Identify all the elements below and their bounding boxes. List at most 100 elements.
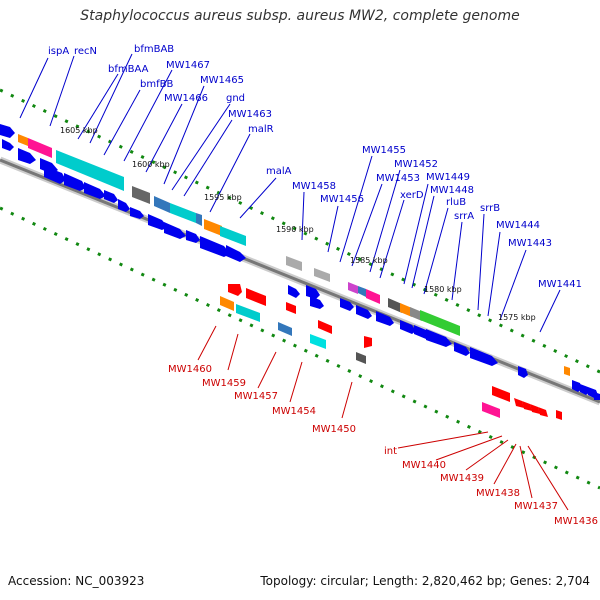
gene-arrow (306, 285, 320, 299)
gene-block (514, 398, 524, 408)
reverse-gene-blocks (220, 284, 562, 420)
gene-block (538, 407, 548, 417)
gene-label: MW1443 (508, 238, 552, 249)
kbp-tick-label: 1585 kbp (350, 256, 388, 265)
gene-block (358, 286, 366, 297)
gene-label: MW1452 (394, 159, 438, 170)
gene-block (236, 304, 260, 322)
gene-block (522, 401, 532, 411)
gene-arrow (130, 207, 144, 219)
gene-block (420, 310, 460, 336)
gene-label: MW1459 (202, 378, 246, 389)
gene-block (348, 282, 358, 294)
forward-gene-arrows (0, 124, 600, 400)
gene-label: MW1458 (292, 181, 336, 192)
gene-label: bfmBAA (108, 64, 149, 75)
gene-arrow (288, 285, 300, 298)
gene-label: recN (74, 46, 97, 57)
gene-block (286, 256, 302, 271)
gene-block (356, 352, 366, 364)
reverse-leader-lines (197, 325, 569, 511)
gene-block (310, 334, 326, 349)
gene-block (154, 196, 170, 213)
gene-arrow (470, 347, 498, 366)
gene-arrow (148, 214, 168, 230)
gene-arrow (376, 311, 394, 326)
accession-text: Accession: NC_003923 (8, 574, 145, 588)
gene-block (278, 322, 292, 336)
kbp-tick-label: 1595 kbp (204, 193, 242, 202)
gene-label: MW1466 (164, 93, 208, 104)
gene-label: MW1450 (312, 424, 356, 435)
genome-summary-text: Topology: circular; Length: 2,820,462 bp… (260, 574, 590, 588)
gene-block (492, 386, 510, 402)
gene-arrow (18, 148, 36, 164)
gene-arrow (426, 329, 452, 347)
gene-label: MW1440 (402, 460, 446, 471)
gene-block (28, 138, 52, 158)
kbp-scale: 1605 kbp 1600 kbp 1595 kbp 1590 kbp 1585… (60, 126, 536, 322)
gene-label: MW1441 (538, 279, 582, 290)
gene-label: MW1463 (228, 109, 272, 120)
gene-block (556, 410, 562, 420)
genome-backbone (0, 156, 600, 406)
gene-block (530, 404, 540, 414)
reverse-gene-labels: MW1460 MW1459 MW1457 MW1454 MW1450 int M… (168, 364, 598, 527)
gene-label: MW1455 (362, 145, 406, 156)
gene-arrow (400, 320, 416, 334)
gene-block (228, 284, 242, 296)
gene-block (314, 268, 330, 282)
gene-block (220, 226, 246, 246)
inner-dotted-track (0, 206, 600, 490)
gene-arrow (310, 296, 324, 309)
map-title: Staphylococcus aureus subsp. aureus MW2,… (80, 8, 520, 24)
gene-label: int (384, 446, 397, 457)
gene-arrow (580, 384, 590, 395)
gene-label: malR (248, 124, 274, 135)
gene-block (204, 219, 222, 236)
gene-block (220, 296, 234, 311)
gene-label: rluB (446, 197, 466, 208)
gene-label: MW1453 (376, 173, 420, 184)
forward-leader-lines (19, 53, 561, 333)
gene-block (400, 303, 412, 317)
gene-arrow (518, 366, 528, 378)
gene-label: srrB (480, 203, 500, 214)
gene-arrow (164, 222, 186, 239)
gene-arrow (226, 245, 246, 262)
gene-label: xerD (400, 190, 424, 201)
gene-label: MW1457 (234, 391, 278, 402)
gene-block (18, 134, 28, 146)
gene-label: bfmBAB (134, 44, 174, 55)
gene-label: MW1444 (496, 220, 540, 231)
gene-arrow (118, 199, 130, 212)
kbp-tick-label: 1605 kbp (60, 126, 98, 135)
gene-block (286, 302, 296, 314)
gene-label: MW1460 (168, 364, 212, 375)
gene-label: srrA (454, 211, 474, 222)
gene-block (364, 336, 372, 348)
kbp-tick-label: 1575 kbp (498, 313, 536, 322)
gene-block (246, 288, 266, 306)
gene-arrow (200, 236, 230, 257)
gene-label: MW1448 (430, 185, 474, 196)
gene-label: malA (266, 166, 292, 177)
gene-arrow (44, 166, 66, 184)
gene-arrow (2, 139, 14, 151)
gene-arrow (64, 173, 86, 191)
gene-arrow (0, 124, 15, 138)
forward-gene-blocks (18, 134, 570, 376)
gene-arrow (572, 380, 582, 392)
gene-block (482, 402, 500, 418)
gene-block (564, 366, 570, 376)
gene-arrow (454, 342, 470, 356)
gene-block (196, 213, 202, 226)
gene-label: MW1437 (514, 501, 558, 512)
gene-label: MW1465 (200, 75, 244, 86)
gene-arrow (340, 298, 354, 311)
forward-gene-labels: ispA recN bfmBAB bfmBAA bmfBB MW1467 MW1… (48, 44, 582, 290)
gene-block (318, 320, 332, 334)
gene-block (56, 150, 124, 191)
